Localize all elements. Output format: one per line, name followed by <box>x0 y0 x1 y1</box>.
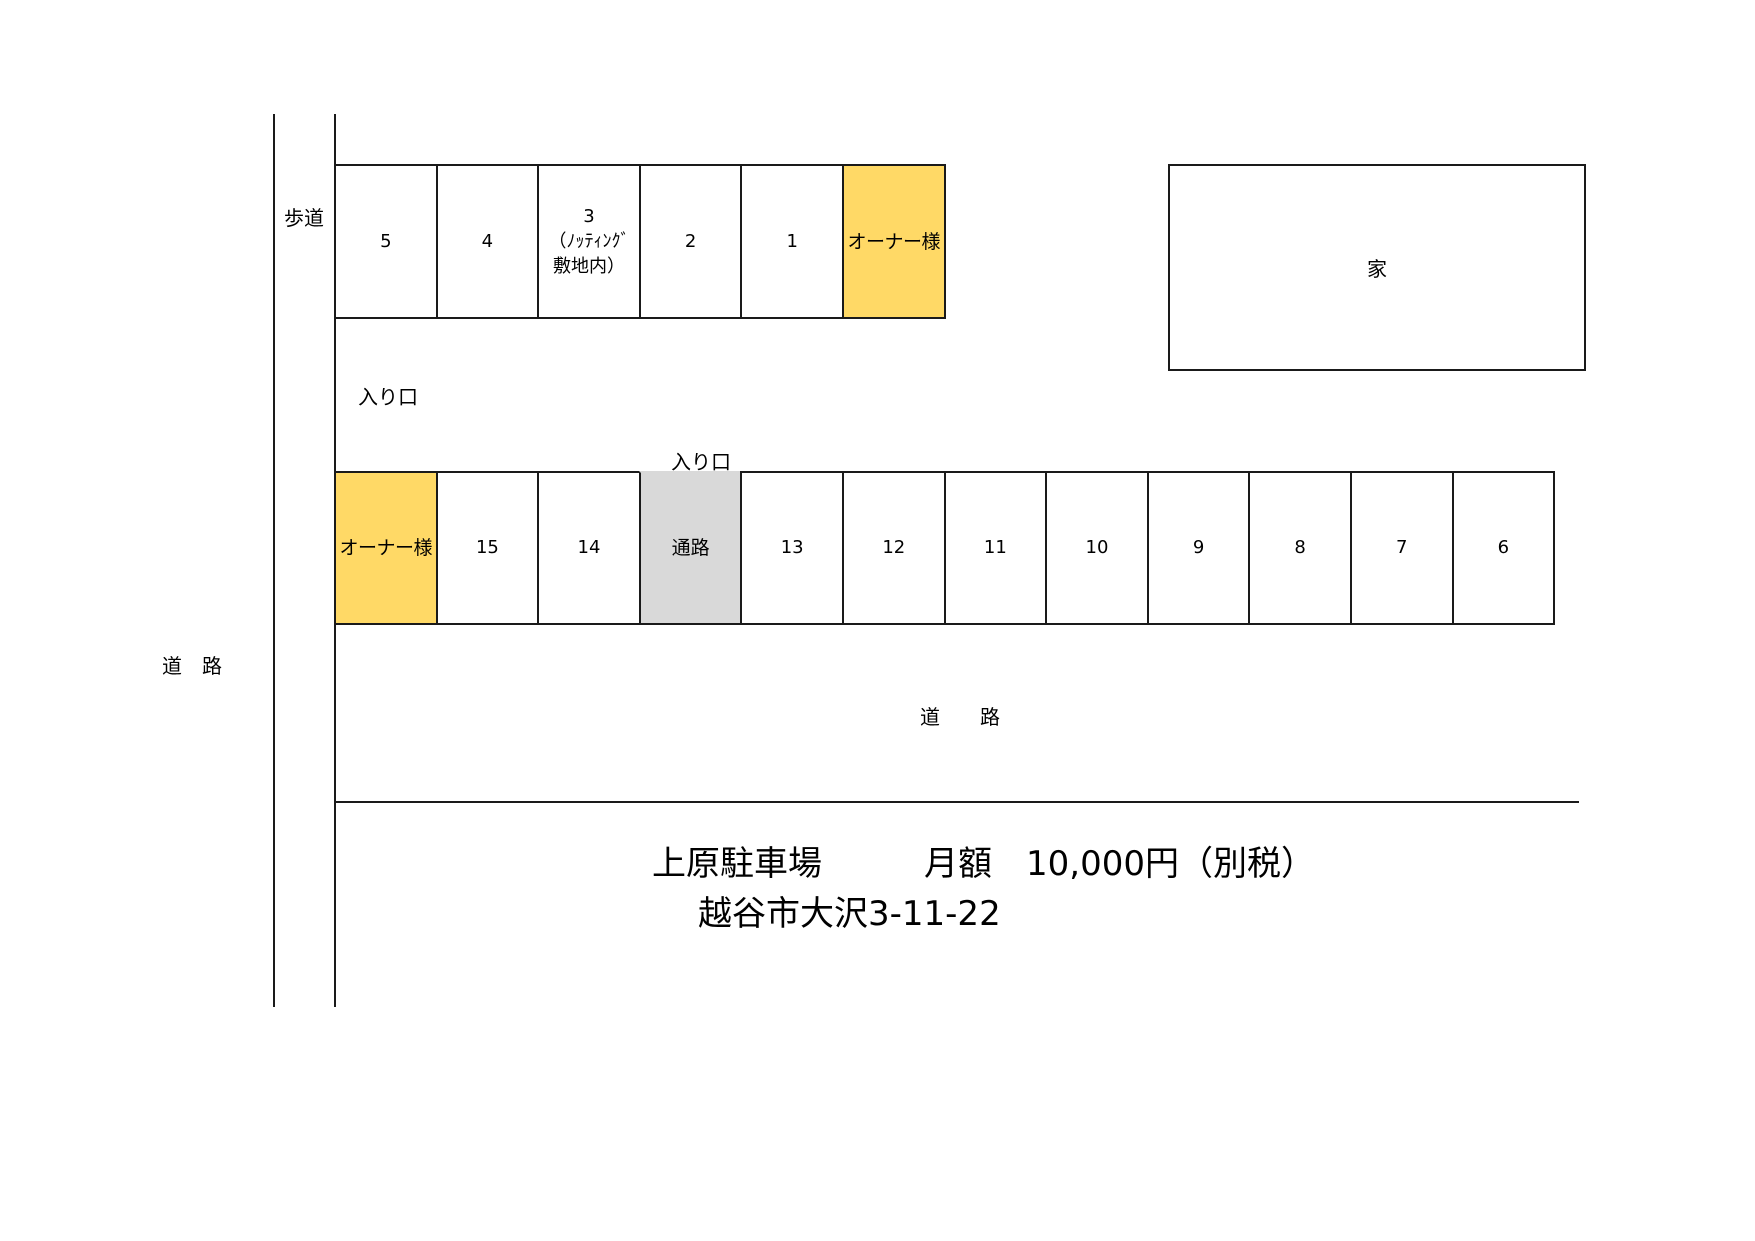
entrance-label-upper: 入り口 <box>358 385 418 409</box>
parking-space-11[interactable]: 11 <box>943 471 1048 625</box>
parking-space-1[interactable]: 1 <box>740 164 844 319</box>
parking-address: 越谷市大沢3-11-22 <box>698 894 1001 934</box>
parking-space-8[interactable]: 8 <box>1248 471 1352 625</box>
sidewalk-label: 歩道 <box>284 206 324 230</box>
road-label-left: 道 路 <box>162 654 222 678</box>
parking-space-6[interactable]: 6 <box>1451 471 1556 625</box>
parking-space-14[interactable]: 14 <box>537 471 641 625</box>
parking-space-12[interactable]: 12 <box>841 471 946 625</box>
parking-space-5[interactable]: 5 <box>334 164 438 319</box>
parking-space-13[interactable]: 13 <box>740 471 844 625</box>
owner-space-bottom[interactable]: オーナー様 <box>334 471 438 625</box>
info-box-top-line <box>334 801 1579 803</box>
house-label: 家 <box>1367 257 1387 281</box>
parking-space-4[interactable]: 4 <box>435 164 540 319</box>
entrance-label-lower: 入り口 <box>671 450 731 474</box>
parking-space-7[interactable]: 7 <box>1349 471 1454 625</box>
road-label-bottom: 道 路 <box>920 705 1000 729</box>
parking-row-top: 5 4 3 （ﾉｯﾃｨﾝｸﾞ 敷地内） 2 1 オーナー様 <box>334 164 946 319</box>
parking-space-2[interactable]: 2 <box>638 164 743 319</box>
house: 家 <box>1168 164 1586 371</box>
road-boundary-line <box>273 114 275 1007</box>
parking-space-3[interactable]: 3 （ﾉｯﾃｨﾝｸﾞ 敷地内） <box>537 164 641 319</box>
parking-space-10[interactable]: 10 <box>1045 471 1149 625</box>
parking-row-bottom: オーナー様 15 14 通路 13 12 11 10 9 8 7 6 <box>334 471 1556 625</box>
parking-space-9[interactable]: 9 <box>1146 471 1251 625</box>
passage: 通路 <box>638 471 743 625</box>
owner-space-top[interactable]: オーナー様 <box>841 164 946 319</box>
parking-space-15[interactable]: 15 <box>435 471 540 625</box>
parking-name-and-price: 上原駐車場 月額 10,000円（別税） <box>652 844 1315 884</box>
